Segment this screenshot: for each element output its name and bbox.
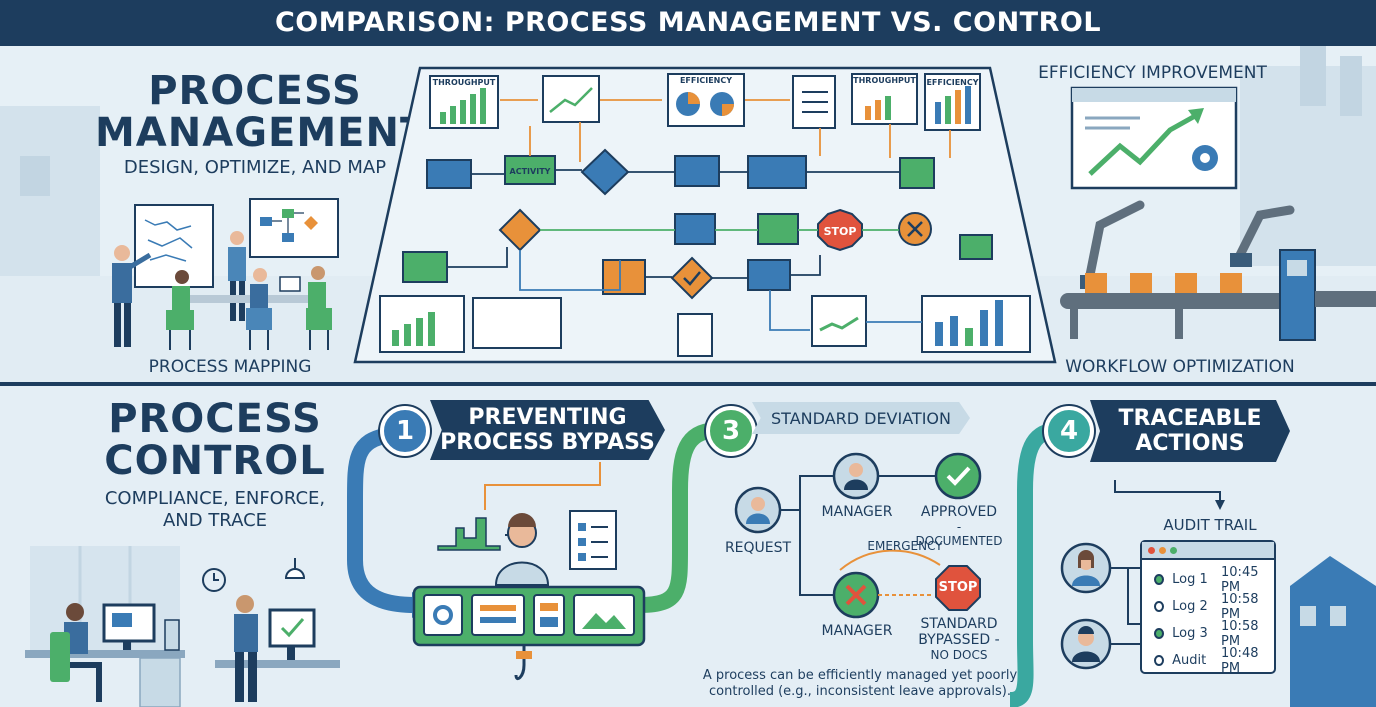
audit-log-name: Log 2 bbox=[1172, 599, 1208, 614]
flow-approved-label: APPROVED bbox=[920, 504, 998, 520]
step-1-chevron: PREVENTING PROCESS BYPASS bbox=[430, 400, 665, 460]
management-title-line1: PROCESS bbox=[148, 68, 362, 114]
management-subtitle: DESIGN, OPTIMIZE, AND MAP bbox=[123, 157, 387, 178]
audit-log-row[interactable]: Log 1 10:45 PM bbox=[1142, 564, 1274, 595]
audit-log-name: Log 1 bbox=[1172, 572, 1208, 587]
step-4-title-line1: TRACEABLE bbox=[1118, 406, 1262, 431]
office-workers-illustration bbox=[25, 558, 340, 707]
map-label-efficiency-1: EFFICIENCY bbox=[679, 76, 733, 85]
control-subtitle-line1: COMPLIANCE, ENFORCE, bbox=[104, 488, 326, 509]
step-3-number: 3 bbox=[706, 406, 756, 456]
flow-documented-label: - DOCUMENTED bbox=[915, 520, 1003, 548]
flow-bypassed-label-line1: STANDARD bbox=[920, 616, 998, 632]
flow-bypassed-label-line2: BYPASSED - bbox=[918, 632, 1000, 648]
log-dot-icon bbox=[1154, 628, 1165, 639]
robot-conveyor-illustration bbox=[1060, 200, 1376, 341]
audit-avatars bbox=[1060, 542, 1144, 670]
team-mapping-illustration bbox=[112, 198, 339, 350]
audit-log-time: 10:48 PM bbox=[1221, 645, 1259, 676]
flow-bypassed-label-line3: NO DOCS bbox=[930, 648, 988, 662]
caption-process-mapping: PROCESS MAPPING bbox=[148, 357, 312, 377]
control-title-line2: CONTROL bbox=[104, 438, 326, 484]
flow-emergency-label: EMERGENCY bbox=[867, 539, 943, 553]
control-subtitle-line2: AND TRACE bbox=[162, 510, 268, 531]
caption-workflow-optimization: WORKFLOW OPTIMIZATION bbox=[1065, 357, 1295, 377]
step-3-title: STANDARD DEVIATION bbox=[752, 402, 970, 434]
bypass-prevention-illustration bbox=[412, 510, 646, 681]
audit-window-titlebar bbox=[1142, 542, 1274, 560]
management-title-line2: MANAGEMENT bbox=[95, 110, 429, 156]
audit-log-row[interactable]: Log 2 10:58 PM bbox=[1142, 591, 1274, 622]
control-title-line1: PROCESS bbox=[108, 396, 322, 442]
audit-log-time: 10:45 PM bbox=[1221, 564, 1259, 595]
map-label-efficiency-2: EFFICIENCY bbox=[926, 78, 979, 87]
caption-efficiency-improvement: EFFICIENCY IMPROVEMENT bbox=[1038, 63, 1267, 83]
clock-icon bbox=[1154, 655, 1165, 666]
flow-manager-top-label: MANAGER bbox=[821, 504, 893, 520]
audit-log-row[interactable]: Audit 10:48 PM bbox=[1142, 645, 1274, 676]
flow-stop-label: STOP bbox=[938, 580, 978, 595]
audit-log-time: 10:58 PM bbox=[1221, 591, 1259, 622]
step-4-title-line2: ACTIONS bbox=[1135, 431, 1245, 456]
log-dot-icon bbox=[1154, 574, 1165, 585]
map-label-throughput-1: THROUGHPUT bbox=[432, 78, 496, 87]
flow-manager-bottom-label: MANAGER bbox=[821, 623, 893, 639]
flow-request-label: REQUEST bbox=[724, 540, 792, 556]
audit-trail-title: AUDIT TRAIL bbox=[1163, 516, 1257, 534]
log-dot-icon bbox=[1154, 601, 1165, 612]
efficiency-dashboard-illustration bbox=[1070, 86, 1238, 190]
minimize-dot-icon bbox=[1159, 546, 1166, 554]
deviation-flow-diagram bbox=[734, 452, 982, 619]
step-4-number: 4 bbox=[1044, 406, 1094, 456]
note-line-2: controlled (e.g., inconsistent leave app… bbox=[709, 684, 1011, 699]
audit-log-name: Audit bbox=[1172, 653, 1207, 668]
audit-log-name: Log 3 bbox=[1172, 626, 1208, 641]
audit-log-time: 10:58 PM bbox=[1221, 618, 1259, 649]
map-label-activity: ACTIVITY bbox=[509, 167, 551, 176]
note-line-1: A process can be efficiently managed yet… bbox=[702, 668, 1018, 683]
step-1-number: 1 bbox=[380, 406, 430, 456]
step-1-title-line2: PROCESS BYPASS bbox=[440, 430, 655, 455]
step-4-chevron: TRACEABLE ACTIONS bbox=[1090, 400, 1290, 462]
map-label-throughput-2: THROUGHPUT bbox=[853, 76, 916, 85]
section-divider bbox=[0, 382, 1376, 386]
banner-title: COMPARISON: PROCESS MANAGEMENT VS. CONTR… bbox=[0, 0, 1376, 46]
close-dot-icon bbox=[1148, 546, 1155, 554]
map-label-stop: STOP bbox=[823, 225, 857, 238]
audit-log-row[interactable]: Log 3 10:58 PM bbox=[1142, 618, 1274, 649]
step-1-title-line1: PREVENTING bbox=[468, 405, 627, 430]
maximize-dot-icon bbox=[1170, 546, 1177, 554]
process-map bbox=[353, 66, 1057, 364]
